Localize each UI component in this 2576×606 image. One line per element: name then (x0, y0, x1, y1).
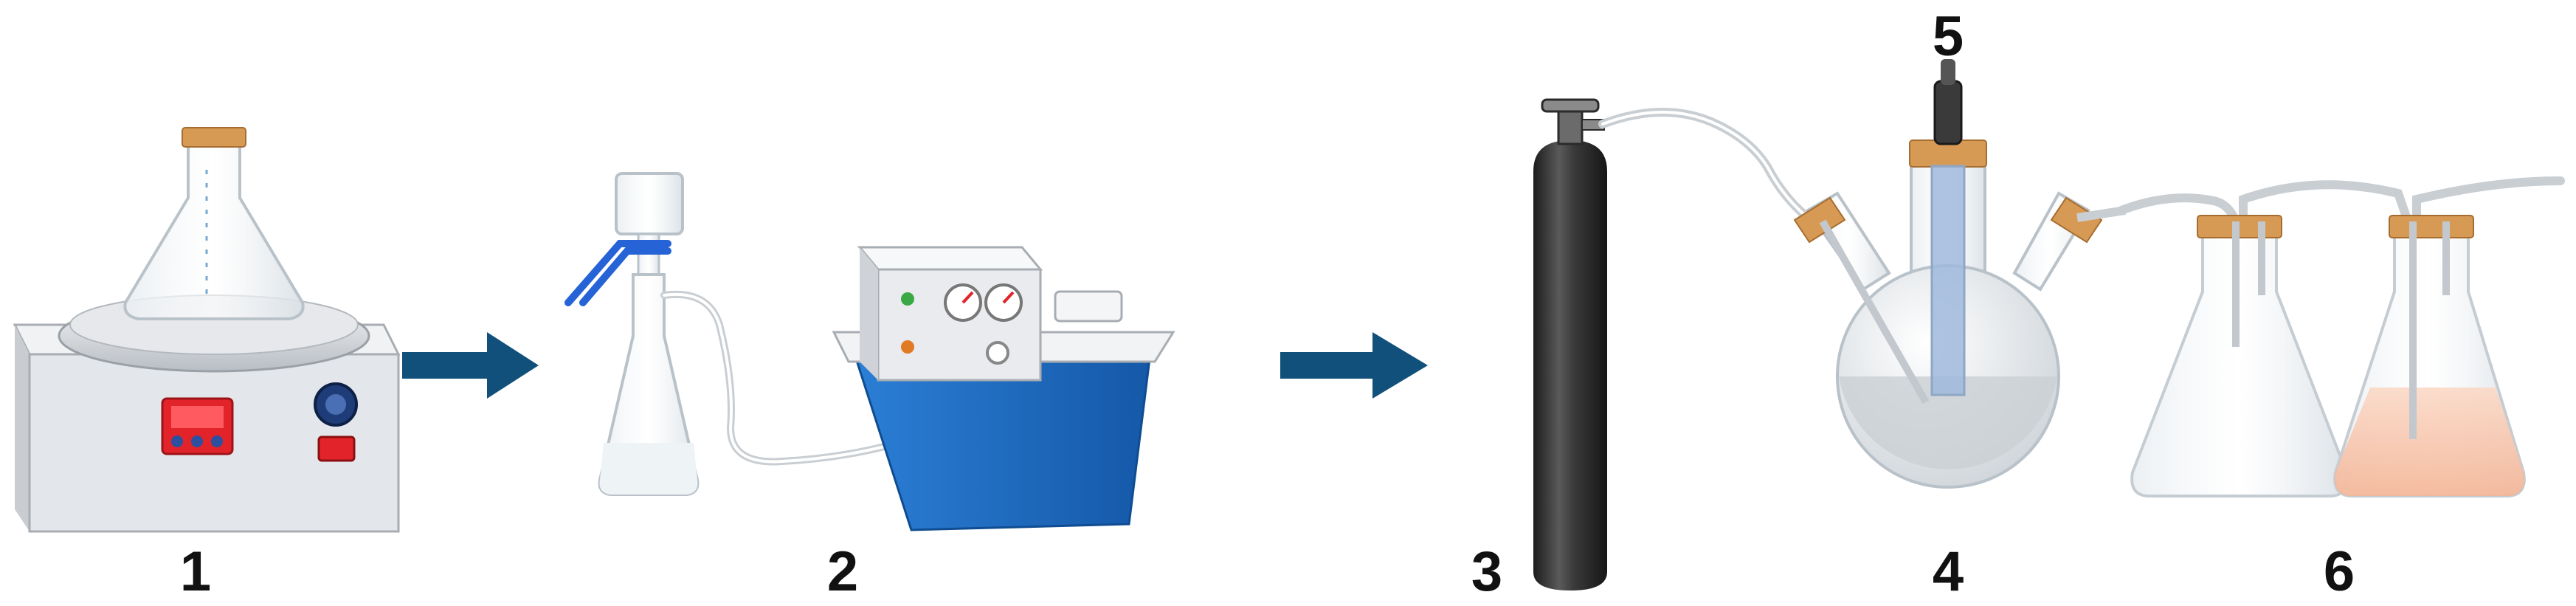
wash-bottles (2117, 176, 2565, 497)
erlenmeyer-flask-1 (123, 127, 305, 320)
wash-solution-pink (2335, 388, 2524, 496)
label-three-neck-flask: 4 (1932, 540, 1964, 603)
stirrer-display-screen (171, 406, 224, 428)
clamp-icon (564, 240, 671, 306)
process-arrow-1 (402, 332, 539, 399)
buchner-funnel (615, 172, 684, 235)
connecting-tube (2117, 193, 2240, 226)
indicator-light (901, 292, 914, 306)
thermometer (1930, 59, 1966, 396)
label-gas-cylinder: 3 (1471, 540, 1503, 603)
wash-flask-2 (2333, 215, 2526, 497)
cork-stopper (1793, 196, 1846, 244)
gas-cylinder (1533, 98, 1607, 590)
stirrer-button (191, 435, 203, 447)
stirrer-button (211, 435, 223, 447)
cylinder-valve (1557, 109, 1584, 145)
pump-top (857, 246, 1043, 271)
power-switch (317, 435, 356, 462)
cork-stopper (2389, 215, 2474, 238)
stirrer-knob-center (325, 394, 346, 415)
label-thermometer: 5 (1932, 5, 1964, 68)
indicator-light (901, 340, 914, 354)
vacuum-filtration-setup (564, 172, 1175, 531)
pump-port (986, 341, 1009, 365)
cylinder-valve-handle (1541, 98, 1600, 113)
label-wash-bottles: 6 (2323, 540, 2355, 603)
gas-tube (1598, 108, 1812, 222)
label-vacuum-filtration: 2 (826, 540, 859, 603)
wash-flask-1 (2130, 215, 2349, 497)
bath-lid-handle (1054, 290, 1123, 323)
stirrer-button (171, 435, 183, 447)
magnetic-stirrer (13, 127, 401, 533)
process-arrow-2 (1280, 332, 1428, 399)
cork-stopper (182, 127, 246, 148)
three-neck-flask (1793, 59, 2126, 489)
stirrer-front-face (15, 325, 30, 531)
label-stirrer: 1 (179, 540, 212, 603)
flask-solution (1839, 376, 2057, 469)
